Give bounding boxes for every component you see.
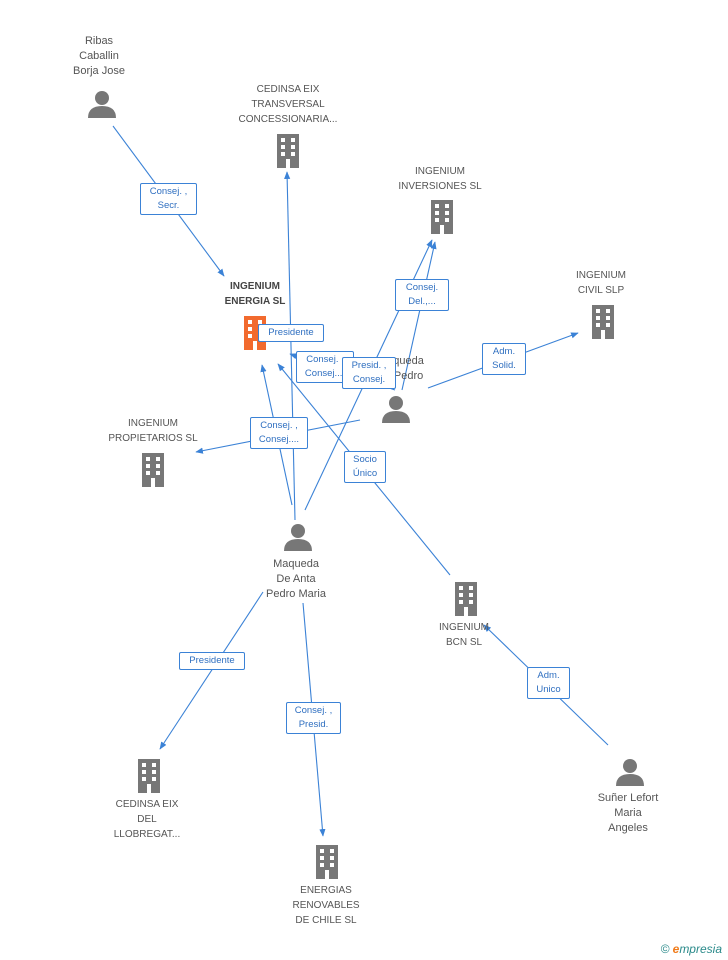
person-icon bbox=[616, 759, 644, 786]
node-ribas-caballin[interactable]: Ribas Caballin Borja Jose bbox=[49, 34, 149, 79]
node-label: INGENIUM CIVIL SLP bbox=[576, 270, 626, 296]
building-icon bbox=[455, 582, 477, 616]
brand-initial: e bbox=[672, 942, 680, 956]
link-maqueda-inversiones-b bbox=[401, 241, 437, 391]
person-icon bbox=[88, 91, 116, 118]
node-cedinsa-eix-llobregat[interactable]: CEDINSA EIX DEL LLOBREGAT... bbox=[92, 797, 202, 842]
person-icon bbox=[382, 396, 410, 423]
relation-label[interactable]: Consej. , Presid. bbox=[286, 702, 341, 734]
building-icon bbox=[138, 759, 160, 793]
node-label: ENERGIAS RENOVABLES DE CHILE SL bbox=[292, 885, 360, 926]
copyright-icon: © bbox=[660, 942, 670, 956]
node-label: INGENIUM PROPIETARIOS SL bbox=[108, 418, 198, 444]
node-label: Ribas Caballin Borja Jose bbox=[73, 35, 125, 77]
node-maqueda-de-anta[interactable]: Maqueda De Anta Pedro Maria bbox=[246, 557, 346, 602]
building-icon bbox=[592, 305, 614, 339]
node-label: INGENIUM ENERGIA SL bbox=[224, 281, 286, 307]
link-maqueda-cedinsa-eix bbox=[284, 171, 296, 521]
brand-name: mpresia bbox=[679, 942, 722, 956]
node-label: Maqueda De Anta Pedro Maria bbox=[266, 558, 326, 600]
relation-label[interactable]: Adm. Unico bbox=[527, 667, 570, 699]
node-ingenium-propietarios[interactable]: INGENIUM PROPIETARIOS SL bbox=[93, 416, 213, 446]
node-label: CEDINSA EIX TRANSVERSAL CONCESSIONARIA..… bbox=[238, 84, 338, 125]
relation-label[interactable]: Adm. Solid. bbox=[482, 343, 526, 375]
relation-label[interactable]: Consej. , Secr. bbox=[140, 183, 197, 215]
building-icon bbox=[431, 200, 453, 234]
link-maqueda-llobregat bbox=[159, 591, 264, 750]
node-ingenium-bcn[interactable]: INGENIUM BCN SL bbox=[424, 620, 504, 650]
relation-label[interactable]: Consej. , Consej.... bbox=[250, 417, 308, 449]
relation-label[interactable]: Presidente bbox=[179, 652, 245, 670]
relation-label[interactable]: Presid. , Consej. bbox=[342, 357, 396, 389]
relation-label[interactable]: Presidente bbox=[258, 324, 324, 342]
relation-label[interactable]: Socio Único bbox=[344, 451, 386, 483]
node-cedinsa-eix-transversal[interactable]: CEDINSA EIX TRANSVERSAL CONCESSIONARIA..… bbox=[218, 82, 358, 127]
node-energias-renovables-chile[interactable]: ENERGIAS RENOVABLES DE CHILE SL bbox=[276, 883, 376, 928]
node-label: INGENIUM BCN SL bbox=[439, 622, 489, 648]
node-label: CEDINSA EIX DEL LLOBREGAT... bbox=[113, 799, 181, 840]
node-suner-lefort[interactable]: Suñer Lefort Maria Angeles bbox=[580, 791, 676, 836]
node-label: Suñer Lefort Maria Angeles bbox=[597, 792, 659, 834]
node-label: INGENIUM INVERSIONES SL bbox=[398, 166, 482, 192]
brand-footer[interactable]: ©empresia bbox=[661, 942, 722, 956]
building-icon bbox=[277, 134, 299, 168]
relation-label[interactable]: Consej. Del.,... bbox=[395, 279, 449, 311]
node-ingenium-inversiones[interactable]: INGENIUM INVERSIONES SL bbox=[380, 164, 500, 194]
node-ingenium-energia-focus[interactable]: INGENIUM ENERGIA SL bbox=[205, 279, 305, 309]
building-icon bbox=[142, 453, 164, 487]
person-icon bbox=[284, 524, 312, 551]
node-ingenium-civil[interactable]: INGENIUM CIVIL SLP bbox=[555, 268, 647, 298]
building-icon bbox=[316, 845, 338, 879]
